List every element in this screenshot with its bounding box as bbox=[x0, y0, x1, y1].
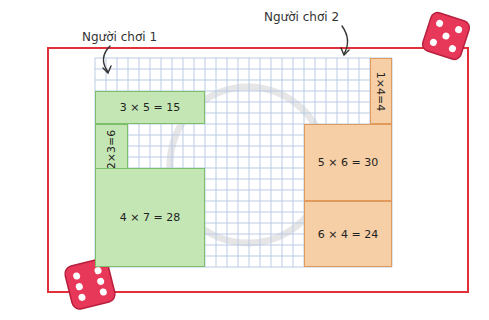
arrow-head bbox=[341, 48, 349, 55]
product-block: 5 × 6 = 30 bbox=[304, 124, 392, 201]
dice bbox=[421, 11, 471, 61]
grid bbox=[95, 58, 392, 267]
product-text: 5 × 6 = 30 bbox=[316, 156, 380, 169]
product-text: 3 × 5 = 15 bbox=[118, 101, 182, 114]
product-block: 3 × 5 = 15 bbox=[95, 91, 205, 124]
leader-line bbox=[342, 26, 348, 54]
player-label: Người chơi 2 bbox=[262, 10, 341, 24]
arrow-head bbox=[103, 66, 111, 73]
board-border bbox=[48, 48, 468, 292]
product-block: 6 × 4 = 24 bbox=[304, 201, 392, 267]
product-block: 2×3=6 bbox=[95, 124, 128, 174]
product-block: 1×4=4 bbox=[370, 58, 392, 124]
leader-line bbox=[103, 46, 110, 72]
product-text: 4 × 7 = 28 bbox=[118, 211, 182, 224]
product-text: 2×3=6 bbox=[105, 127, 118, 170]
player-label: Người chơi 1 bbox=[80, 30, 159, 44]
product-text: 6 × 4 = 24 bbox=[316, 228, 380, 241]
product-block: 4 × 7 = 28 bbox=[95, 168, 205, 267]
product-text: 1×4=4 bbox=[375, 69, 388, 112]
